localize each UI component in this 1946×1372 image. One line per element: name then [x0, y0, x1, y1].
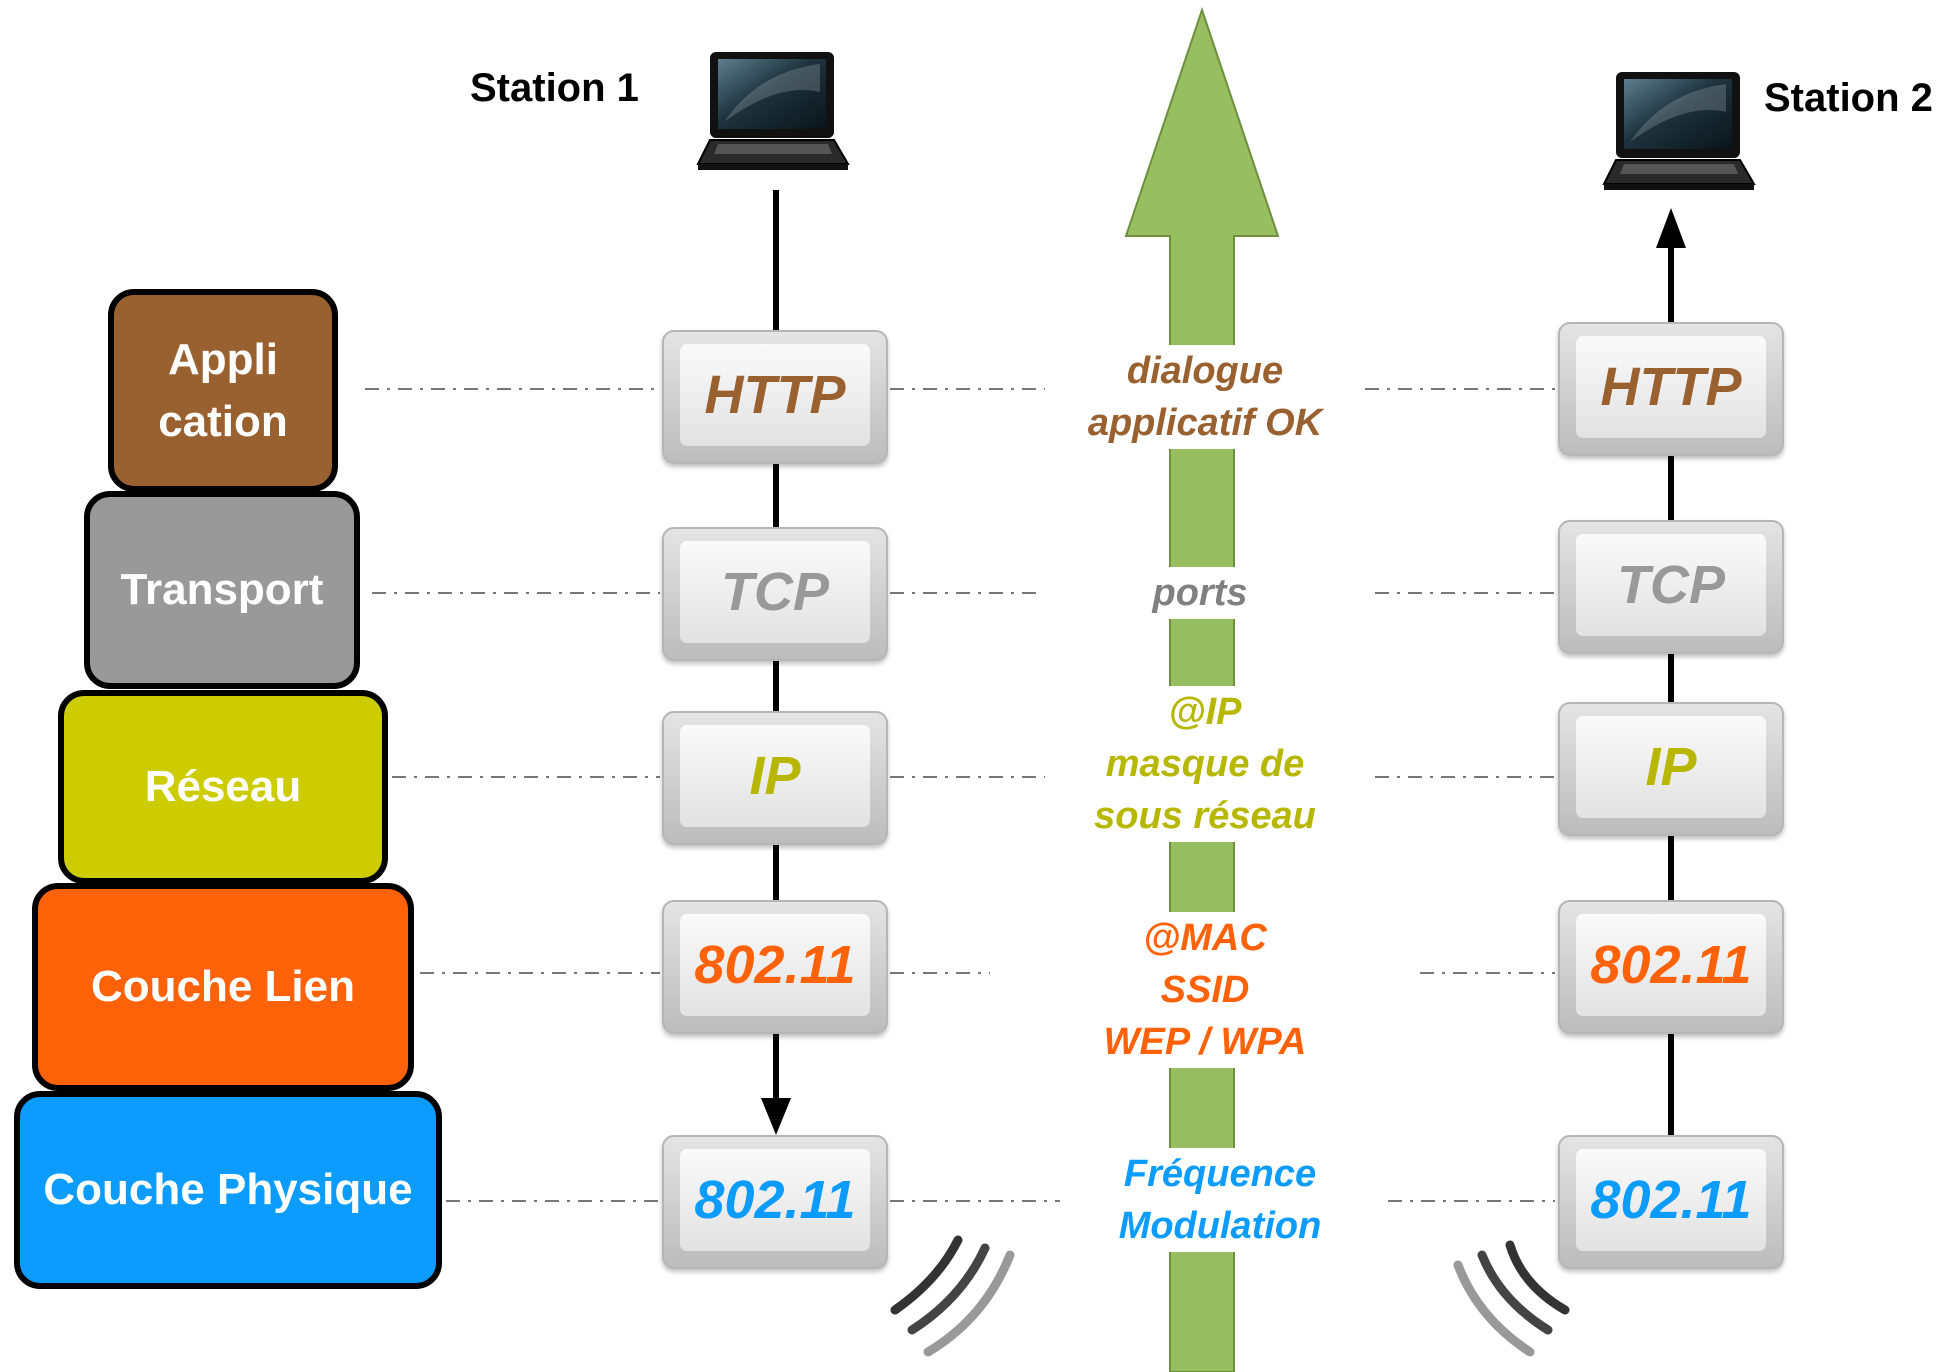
station2-flow-arrowhead	[1656, 208, 1686, 248]
station1-protocol-physical: 802.11	[680, 1149, 870, 1251]
station1-key-link: 802.11	[662, 900, 888, 1034]
station1-protocol-network: IP	[680, 725, 870, 827]
station2-key-network: IP	[1558, 702, 1784, 836]
station1-protocol-link: 802.11	[680, 914, 870, 1016]
station2-protocol-application: HTTP	[1576, 336, 1766, 438]
layer-application: Appli cation	[108, 289, 338, 492]
station1-key-application: HTTP	[662, 330, 888, 464]
station2-wave-icon	[1453, 1240, 1570, 1357]
station1-flow-arrowhead	[761, 1098, 791, 1135]
station1-key-physical: 802.11	[662, 1135, 888, 1269]
station1-key-transport: TCP	[662, 527, 888, 661]
layer-physical: Couche Physique	[14, 1091, 442, 1289]
station1-protocol-transport: TCP	[680, 541, 870, 643]
station2-key-application: HTTP	[1558, 322, 1784, 456]
station2-key-physical: 802.11	[1558, 1135, 1784, 1269]
description-network: @IP masque de sous réseau	[1045, 686, 1365, 842]
station1-key-network: IP	[662, 711, 888, 845]
description-transport: ports	[1040, 567, 1360, 619]
description-link: @MAC SSID WEP / WPA	[1045, 912, 1365, 1068]
layer-network: Réseau	[58, 690, 388, 884]
station2-label: Station 2	[1764, 76, 1933, 120]
station2-protocol-transport: TCP	[1576, 534, 1766, 636]
layer-link: Couche Lien	[32, 883, 414, 1091]
station1-label: Station 1	[470, 66, 639, 110]
station1-laptop-icon	[696, 52, 850, 170]
station2-key-link: 802.11	[1558, 900, 1784, 1034]
station2-protocol-link: 802.11	[1576, 914, 1766, 1016]
station1-wave-icon	[890, 1235, 1015, 1357]
station2-key-transport: TCP	[1558, 520, 1784, 654]
dotted-connectors	[365, 388, 1555, 1202]
description-physical: Fréquence Modulation	[1060, 1148, 1380, 1252]
station1-protocol-application: HTTP	[680, 344, 870, 446]
station2-laptop-icon	[1602, 72, 1756, 190]
station2-protocol-network: IP	[1576, 716, 1766, 818]
layer-transport: Transport	[84, 491, 360, 689]
description-application: dialogue applicatif OK	[1045, 345, 1365, 449]
station2-protocol-physical: 802.11	[1576, 1149, 1766, 1251]
